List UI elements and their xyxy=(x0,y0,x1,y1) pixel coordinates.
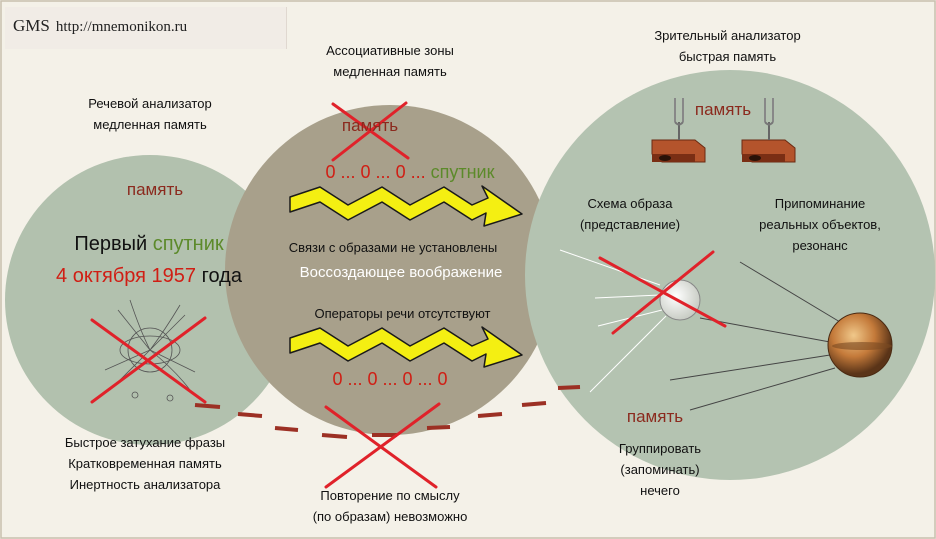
right-scheme: Схема образа (представление) xyxy=(555,193,705,235)
right-recall-line: Припоминание xyxy=(774,196,866,211)
right-group-line: (запоминать) xyxy=(620,462,700,477)
right-recall-line: резонанс xyxy=(792,238,848,253)
brand-url[interactable]: http://mnemonikon.ru xyxy=(55,19,188,35)
lower-zigzag-arrow xyxy=(289,326,523,368)
phrase-year-word: года xyxy=(201,265,242,287)
left-title-line: Речевой анализатор xyxy=(88,96,212,111)
right-memory-bottom: память xyxy=(626,407,684,426)
right-circle xyxy=(525,70,935,480)
right-scheme-line: Схема образа xyxy=(587,196,673,211)
phrase-date: 4 октября 1957 xyxy=(56,265,197,287)
middle-bottom-notes: Повторение по смыслу (по образам) невозм… xyxy=(275,485,505,527)
cross-left xyxy=(90,316,207,404)
phrase-word-first: Первый xyxy=(74,233,148,255)
right-title-line: быстрая память xyxy=(678,49,777,64)
middle-operators-text: Операторы речи отсутствуют xyxy=(314,306,491,321)
left-phrase-line2: 4 октября 1957 года xyxy=(20,265,278,288)
middle-crossed-memory: память xyxy=(341,116,399,135)
cross-middle-top xyxy=(331,101,410,162)
tuning-fork-right xyxy=(741,98,796,163)
middle-title-line: Ассоциативные зоны xyxy=(326,43,454,58)
left-note: Кратковременная память xyxy=(68,456,222,471)
right-recall: Припоминание реальных объектов, резонанс xyxy=(735,193,905,256)
left-note: Быстрое затухание фразы xyxy=(64,435,226,450)
right-scheme-line: (представление) xyxy=(579,217,681,232)
right-memory-top: память xyxy=(694,100,752,119)
middle-title: Ассоциативные зоны медленная память xyxy=(280,40,500,82)
left-bottom-notes: Быстрое затухание фразы Кратковременная … xyxy=(30,432,260,495)
dashed-connector xyxy=(194,385,581,439)
middle-title-line: медленная память xyxy=(333,64,447,79)
left-title: Речевой анализатор медленная память xyxy=(45,93,255,135)
middle-top-row: 0 ... 0 ... 0 ... спутник xyxy=(300,162,520,183)
right-group: Группировать (запоминать) нечего xyxy=(585,438,735,501)
left-title-line: медленная память xyxy=(93,117,207,132)
realistic-sputnik xyxy=(669,261,893,411)
brand-name: GMS xyxy=(13,16,50,35)
cross-middle-bottom xyxy=(324,402,441,489)
middle-note: (по образам) невозможно xyxy=(312,509,468,524)
middle-imagination: Воссоздающее воображение xyxy=(299,264,503,281)
right-group-line: нечего xyxy=(640,483,680,498)
tuning-fork-left xyxy=(651,98,706,163)
phrase-word-sputnik: спутник xyxy=(152,233,224,255)
left-note: Инертность анализатора xyxy=(69,477,221,492)
right-title: Зрительный анализатор быстрая память xyxy=(620,25,835,67)
upper-zigzag-arrow xyxy=(289,185,523,227)
top-row-zeros: 0 ... 0 ... 0 ... xyxy=(325,162,426,182)
right-group-line: Группировать xyxy=(618,441,702,456)
top-row-word: спутник xyxy=(430,162,495,182)
brand-box: GMS http://mnemonikon.ru xyxy=(5,7,287,49)
left-phrase-line1: Первый спутник xyxy=(20,233,278,256)
cross-right xyxy=(598,250,727,335)
right-title-line: Зрительный анализатор xyxy=(654,28,801,43)
right-recall-line: реальных объектов, xyxy=(759,217,881,232)
middle-note: Повторение по смыслу xyxy=(320,488,460,503)
middle-links-text: Связи с образами не установлены xyxy=(288,240,498,255)
middle-bottom-row: 0 ... 0 ... 0 ... 0 xyxy=(332,369,448,389)
left-circle xyxy=(5,155,295,445)
left-memory: память xyxy=(126,180,184,199)
